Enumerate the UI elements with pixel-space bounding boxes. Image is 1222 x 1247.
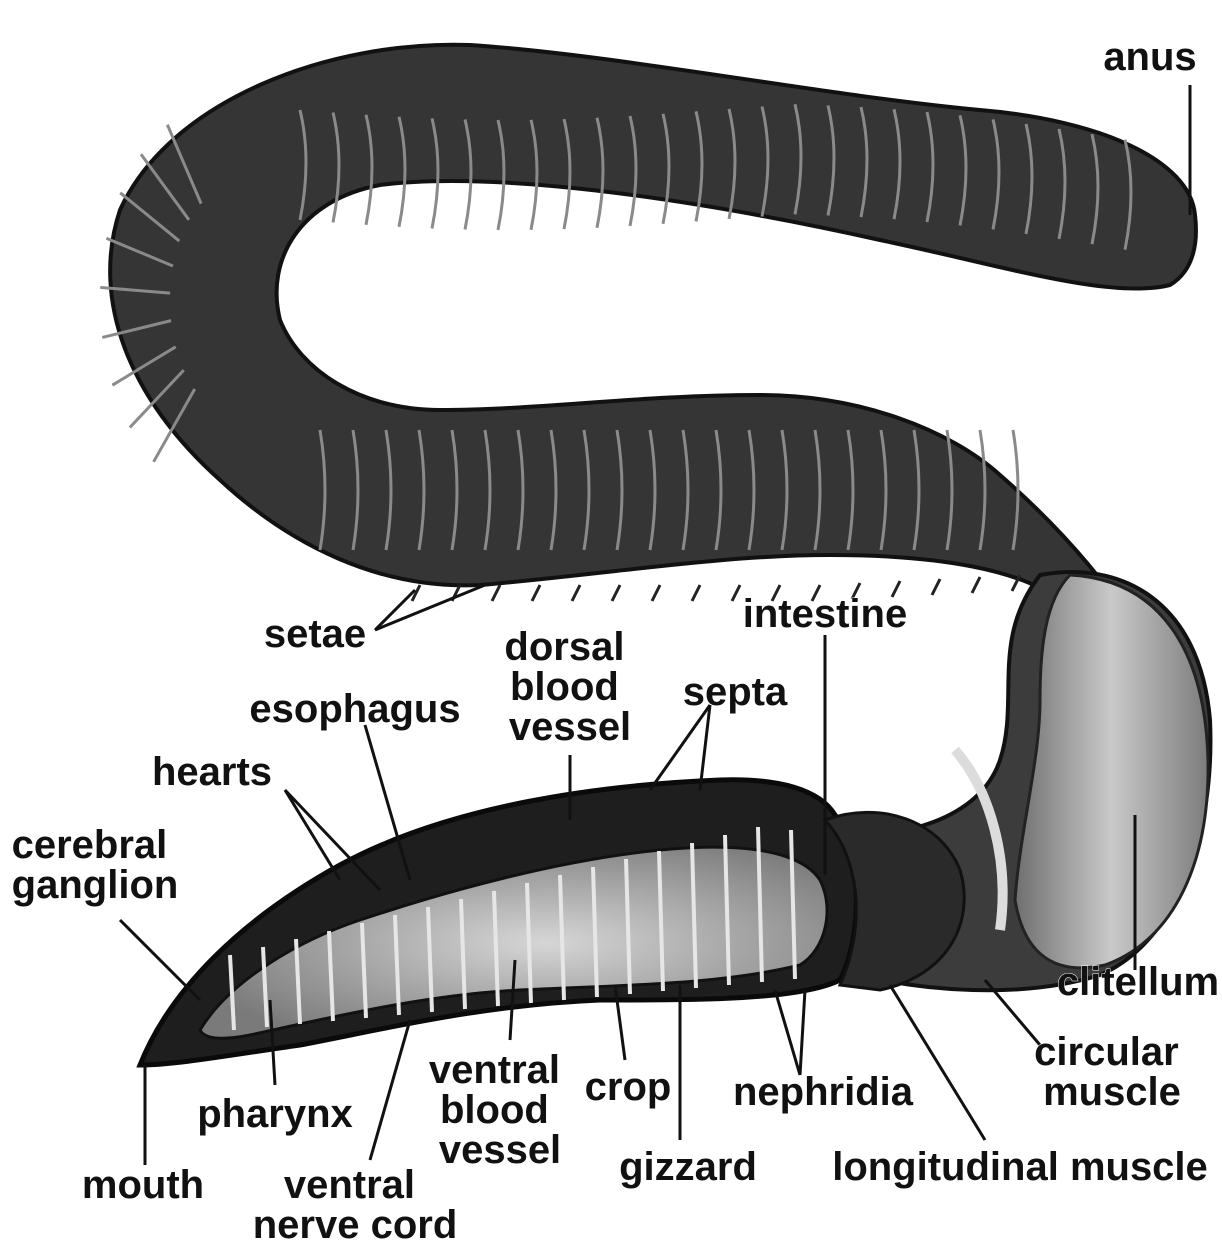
leader-setae-1 xyxy=(375,590,415,630)
leader-nephridia-1 xyxy=(775,990,800,1075)
leader-cerebral-ganglion xyxy=(120,920,200,1000)
label-crop: crop xyxy=(585,1065,672,1109)
label-ventral-blood-vessel: ventral blood vessel xyxy=(429,1048,571,1172)
label-vnc-line2: nerve cord xyxy=(253,1203,458,1247)
leader-ventral-nerve-cord xyxy=(370,1020,410,1160)
seta xyxy=(492,585,500,601)
label-cerebral-line1: cerebral xyxy=(12,823,168,867)
label-esophagus: esophagus xyxy=(249,687,460,731)
label-vnc-line1: ventral xyxy=(284,1163,415,1207)
label-circular-line1: circular xyxy=(1034,1030,1179,1074)
seta xyxy=(732,585,740,601)
label-clitellum: clitellum xyxy=(1057,960,1219,1004)
leader-nephridia-2 xyxy=(800,990,805,1075)
label-vbv-line3: vessel xyxy=(439,1128,561,1172)
label-septa: septa xyxy=(683,670,788,714)
seta xyxy=(972,577,980,593)
seta xyxy=(572,585,580,601)
label-vbv-line2: blood xyxy=(440,1088,549,1132)
label-circular-line2: muscle xyxy=(1043,1070,1181,1114)
seta xyxy=(532,585,540,601)
label-nephridia: nephridia xyxy=(733,1070,914,1114)
seta xyxy=(612,585,620,601)
label-cerebral-line2: ganglion xyxy=(12,863,179,907)
label-mouth: mouth xyxy=(82,1163,204,1207)
label-dorsal-line2: blood xyxy=(510,665,619,709)
label-circular-muscle: circular muscle xyxy=(1034,1030,1190,1114)
label-longitudinal-muscle: longitudinal muscle xyxy=(832,1145,1208,1189)
seta xyxy=(692,585,700,601)
label-cerebral-ganglion: cerebral ganglion xyxy=(12,823,179,907)
label-dorsal-line3: vessel xyxy=(509,705,631,749)
label-setae: setae xyxy=(264,612,366,656)
leader-setae-2 xyxy=(375,585,485,630)
leader-longitudinal-muscle xyxy=(890,985,985,1140)
label-ventral-nerve-cord: ventral nerve cord xyxy=(253,1163,458,1247)
label-intestine: intestine xyxy=(743,592,907,636)
label-anus: anus xyxy=(1103,35,1196,79)
label-dorsal-blood-vessel: dorsal blood vessel xyxy=(504,625,635,749)
worm-body xyxy=(100,45,1210,1065)
label-pharynx: pharynx xyxy=(197,1092,353,1136)
seta xyxy=(932,579,940,595)
label-dorsal-line1: dorsal xyxy=(504,625,624,669)
label-vbv-line1: ventral xyxy=(429,1048,560,1092)
leader-hearts-1 xyxy=(285,790,340,880)
seta xyxy=(652,585,660,601)
label-gizzard: gizzard xyxy=(619,1145,757,1189)
label-hearts: hearts xyxy=(152,750,272,794)
